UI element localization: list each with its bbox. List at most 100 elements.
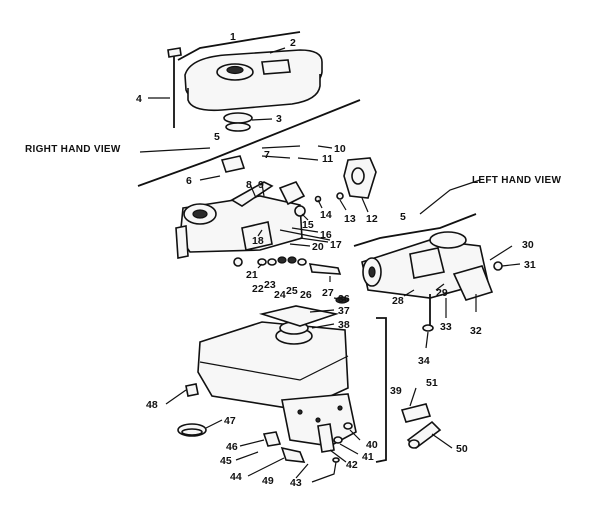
leader-47 bbox=[205, 419, 223, 429]
leader-18 bbox=[257, 229, 263, 237]
callout-50: 50 bbox=[456, 443, 468, 455]
leader-lines bbox=[139, 47, 521, 483]
carb-shaft bbox=[279, 229, 331, 241]
callout-15: 15 bbox=[302, 219, 314, 231]
callout-37: 37 bbox=[338, 305, 350, 317]
fuel-line-fitting bbox=[262, 431, 282, 447]
callout-30: 30 bbox=[522, 239, 534, 251]
throttle-link bbox=[220, 155, 246, 173]
callout-43: 43 bbox=[290, 477, 302, 489]
callout-33: 33 bbox=[440, 321, 452, 333]
callout-4: 4 bbox=[136, 93, 142, 105]
hardware-24 bbox=[287, 256, 297, 264]
callout-29: 29 bbox=[436, 287, 448, 299]
tank-screw-40 bbox=[343, 422, 353, 430]
right-view-bracket bbox=[137, 99, 361, 187]
group-bracket-39 bbox=[375, 317, 387, 463]
leader-20 bbox=[289, 243, 311, 247]
leader-8 bbox=[249, 183, 257, 199]
leader-34 bbox=[425, 331, 429, 349]
callout-numbers: 1 2 3 4 5 6 7 8 9 10 11 12 13 14 15 16 1… bbox=[136, 31, 536, 489]
callout-5: 5 bbox=[214, 131, 220, 143]
leader-42 bbox=[329, 449, 347, 463]
callout-48: 48 bbox=[146, 399, 158, 411]
callout-28: 28 bbox=[392, 295, 404, 307]
leader-30 bbox=[489, 245, 513, 261]
leader-17 bbox=[299, 237, 329, 243]
plate-hole-2 bbox=[337, 405, 343, 411]
callout-21: 21 bbox=[246, 269, 258, 281]
tank-bracket bbox=[317, 423, 335, 453]
tank-screw-43 bbox=[332, 457, 340, 463]
callout-31: 31 bbox=[524, 259, 536, 271]
callout-10: 10 bbox=[334, 143, 346, 155]
gasket-opening bbox=[351, 167, 365, 185]
tank-fitting bbox=[185, 383, 199, 397]
leader-29 bbox=[435, 283, 445, 291]
leader-43 bbox=[311, 461, 337, 483]
fuel-line-parts bbox=[400, 403, 442, 450]
carburetor-flange-right bbox=[175, 225, 189, 259]
callout-45: 45 bbox=[220, 455, 232, 467]
air-cleaner-element bbox=[261, 59, 291, 75]
callout-8: 8 bbox=[246, 179, 252, 191]
fuel-shutoff bbox=[280, 446, 306, 463]
mount-washer-left bbox=[422, 324, 434, 332]
plate-hole-1 bbox=[297, 409, 303, 415]
callout-20: 20 bbox=[312, 241, 324, 253]
leader-28 bbox=[403, 289, 415, 297]
leader-45 bbox=[235, 451, 259, 461]
callout-14: 14 bbox=[320, 209, 332, 221]
callout-36: 36 bbox=[338, 293, 350, 305]
callout-42: 42 bbox=[346, 459, 358, 471]
leader-48 bbox=[165, 389, 187, 405]
callout-2: 2 bbox=[290, 37, 296, 49]
choke-plate-left bbox=[452, 265, 494, 301]
carb-screw bbox=[233, 257, 243, 267]
leader-6 bbox=[199, 175, 221, 181]
leader-16 bbox=[291, 227, 319, 233]
hardware-23 bbox=[277, 256, 287, 264]
tank-screw-41 bbox=[333, 436, 343, 444]
float-bowl-left bbox=[409, 247, 445, 279]
carb-pin bbox=[314, 195, 322, 203]
callout-34: 34 bbox=[418, 355, 430, 367]
air-cleaner-base bbox=[187, 74, 321, 112]
callout-32: 32 bbox=[470, 325, 482, 337]
float-bowl-right bbox=[241, 221, 273, 251]
callout-47: 47 bbox=[224, 415, 236, 427]
leader-46 bbox=[239, 439, 265, 447]
fuel-tank-seam bbox=[199, 355, 349, 381]
leader-50 bbox=[431, 433, 453, 449]
hardware-27 bbox=[308, 263, 342, 275]
callout-7: 7 bbox=[264, 149, 270, 161]
callout-5-left: 5 bbox=[400, 211, 406, 223]
callout-51: 51 bbox=[426, 377, 438, 389]
callout-24: 24 bbox=[274, 289, 286, 301]
clamp-inner bbox=[181, 428, 203, 436]
callout-38: 38 bbox=[338, 319, 350, 331]
flange-hole-left bbox=[368, 266, 376, 278]
leader-left-view bbox=[419, 179, 481, 215]
callout-27: 27 bbox=[322, 287, 334, 299]
spring-part-11 bbox=[261, 155, 291, 159]
leader-21 bbox=[257, 263, 263, 269]
callout-6: 6 bbox=[186, 175, 192, 187]
callout-1: 1 bbox=[230, 31, 236, 43]
leader-38 bbox=[311, 323, 335, 329]
leader-44 bbox=[247, 457, 285, 477]
leader-15 bbox=[301, 213, 309, 221]
hardware-22 bbox=[267, 258, 277, 266]
callout-23: 23 bbox=[264, 279, 276, 291]
callout-13: 13 bbox=[344, 213, 356, 225]
leader-right-view bbox=[139, 147, 211, 153]
callout-3: 3 bbox=[276, 113, 282, 125]
leader-13 bbox=[339, 199, 347, 211]
leader-41 bbox=[339, 443, 359, 455]
leader-3 bbox=[251, 118, 273, 121]
hardware-21 bbox=[257, 258, 267, 266]
fuel-line-end bbox=[408, 439, 420, 449]
callout-17: 17 bbox=[330, 239, 342, 251]
